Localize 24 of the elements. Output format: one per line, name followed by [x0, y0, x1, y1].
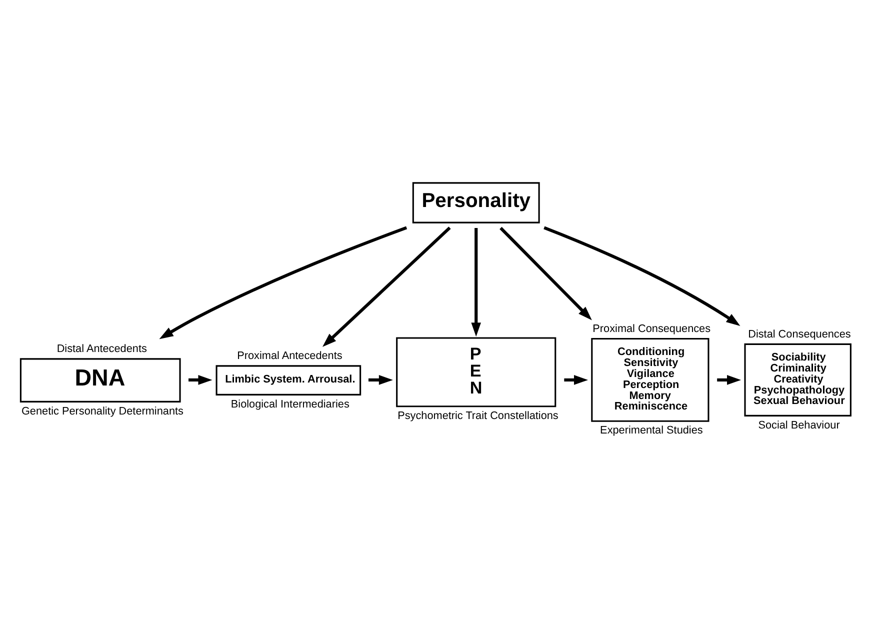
node-box: Limbic System. Arrousal.	[216, 364, 362, 395]
node-box: Conditioning Sensitivity Vigilance Perception Memory Reminiscence	[591, 337, 710, 422]
node-label: Genetic Personality Determinants	[21, 404, 184, 417]
node-box: Personality	[412, 182, 540, 223]
arrow	[159, 226, 408, 339]
arrow	[717, 374, 742, 384]
arrow	[471, 228, 482, 336]
node-label: Experimental Studies	[600, 424, 703, 436]
node-label: Psychometric Trait Constellations	[398, 409, 558, 422]
node-box: Sociability Criminality Creativity Psychopathology Sexual Behaviour	[744, 342, 852, 416]
arrow	[544, 226, 740, 326]
node-label: Distal Antecedents	[56, 342, 147, 355]
node-label: Proximal Consequences	[592, 322, 711, 334]
arrow	[368, 374, 393, 384]
node-label: Biological Intermediaries	[230, 398, 350, 410]
arrow	[322, 226, 451, 346]
arrow	[564, 374, 588, 384]
arrow	[188, 374, 212, 384]
node-box: DNA	[20, 358, 181, 402]
node-label: Social Behaviour	[758, 418, 840, 431]
node-label: Proximal Antecedents	[237, 350, 342, 362]
arrow	[500, 226, 592, 320]
node-label: Distal Consequences	[748, 328, 851, 340]
node-box: P E N	[396, 336, 556, 407]
